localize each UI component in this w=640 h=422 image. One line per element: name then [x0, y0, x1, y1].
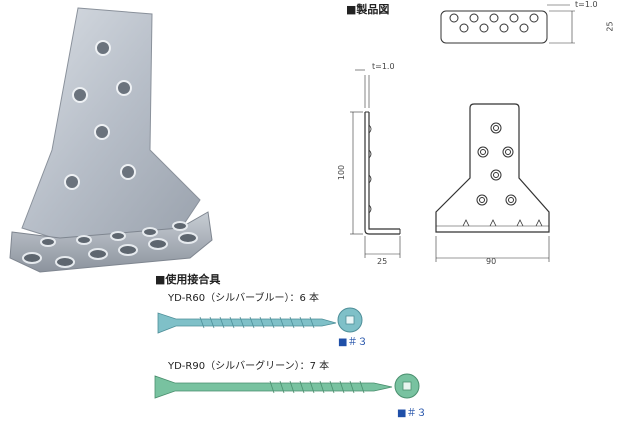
screw-2-drive: ■＃３ [397, 408, 427, 419]
screw-1-label: YD-R60（シルバーブルー）：6 本 [168, 293, 320, 304]
screw-1-drive: ■＃３ [338, 337, 368, 348]
dim-top-thickness: t=1.0 [575, 0, 598, 9]
fasteners-heading: ■使用接合具 [155, 273, 221, 286]
dim-front-width: 90 [486, 257, 497, 266]
dim-side-depth: 25 [377, 257, 388, 266]
front-view-holes [476, 122, 517, 206]
drawing-heading: ■製品図 [346, 3, 390, 16]
screw-2-label: YD-R90（シルバーグリーン）：7 本 [168, 361, 330, 372]
top-view-holes [449, 13, 539, 33]
dim-side-thickness: t=1.0 [372, 62, 395, 71]
